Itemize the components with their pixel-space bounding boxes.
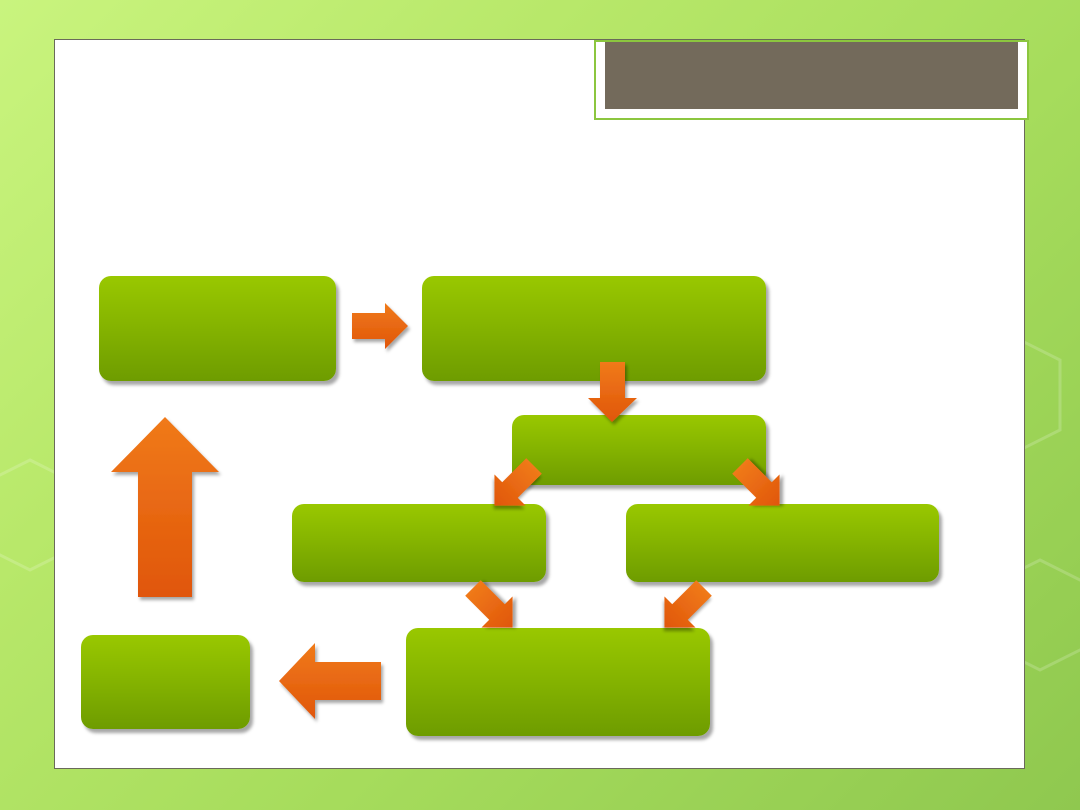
node-2 xyxy=(422,276,766,381)
arrow-down-right-icon xyxy=(732,458,780,506)
arrow-right-icon xyxy=(352,303,408,349)
arrow-down-left-icon xyxy=(664,580,712,628)
node-3 xyxy=(512,415,766,485)
arrow-up-icon xyxy=(111,417,219,597)
arrow-down-left-icon xyxy=(494,458,542,506)
node-7 xyxy=(81,635,250,729)
slide-title xyxy=(605,42,1018,109)
node-5 xyxy=(626,504,939,582)
node-1 xyxy=(99,276,336,381)
arrow-down-right-icon xyxy=(465,580,513,628)
arrow-down-icon xyxy=(588,362,637,422)
slide-canvas xyxy=(54,39,1029,769)
title-frame xyxy=(594,40,1029,120)
arrow-left-icon xyxy=(279,643,381,719)
node-6 xyxy=(406,628,710,736)
node-4 xyxy=(292,504,546,582)
